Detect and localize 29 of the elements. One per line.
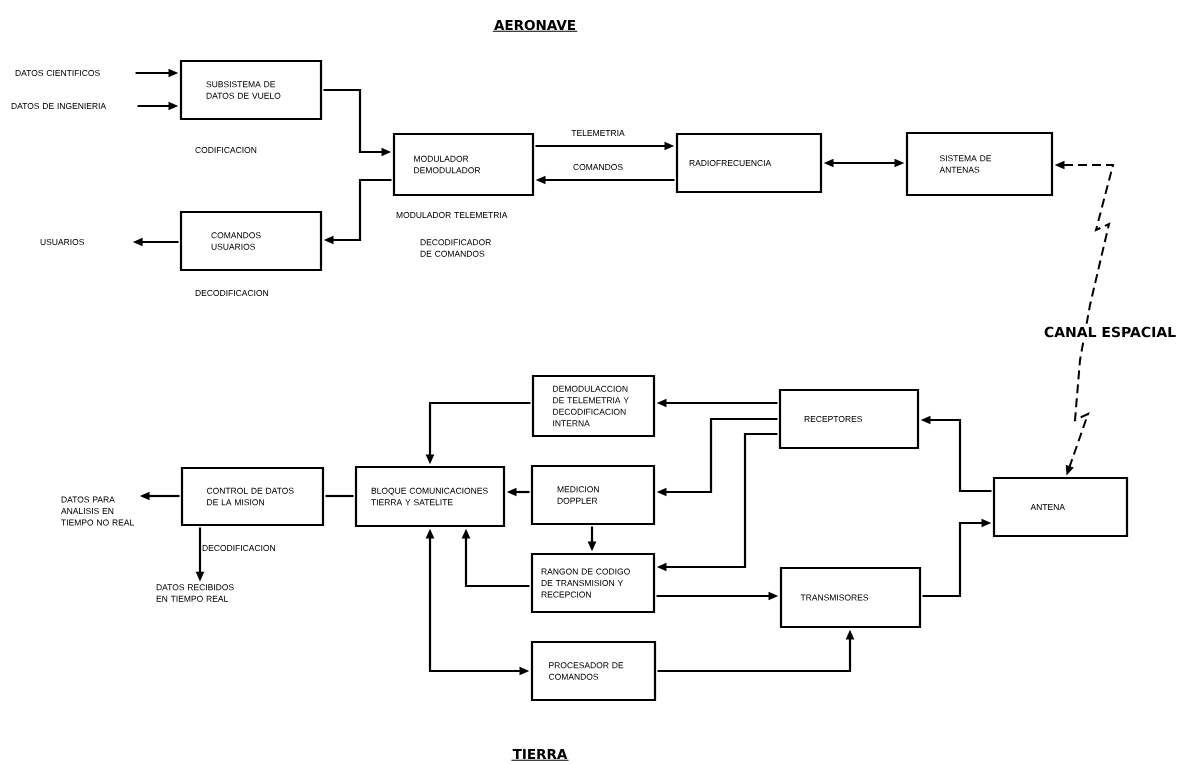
process-box: TRANSMISORES	[779, 566, 922, 629]
edge-label: TELEMETRIA	[571, 130, 625, 136]
text-label: DECODIFICADOR DE COMANDOS	[420, 239, 491, 257]
process-box: RADIOFRECUENCIA	[675, 132, 823, 194]
text-label: DECODIFICACION	[195, 290, 268, 296]
process-box: DEMODULACCION DE TELEMETRIA Y DECODIFICACION INTERNA	[531, 374, 656, 438]
process-box: SISTEMA DE ANTENAS	[905, 131, 1054, 197]
process-box: RANGON DE CODIGO DE TRANSMISION Y RECEPCION	[530, 552, 656, 614]
process-box: MEDICION DOPPLER	[530, 464, 656, 526]
process-box: MODULADOR DEMODULADOR	[392, 132, 535, 197]
text-label: MODULADOR TELEMETRIA	[396, 212, 508, 218]
process-box: CONTROL DE DATOS DE LA MISION	[180, 466, 325, 527]
process-box: COMANDOS USUARIOS	[179, 210, 323, 272]
text-label: DATOS RECIBIDOS EN TIEMPO REAL	[156, 584, 234, 602]
text-label: DATOS CIENTIFICOS	[15, 70, 100, 76]
process-box: RECEPTORES	[778, 388, 920, 450]
text-label: USUARIOS	[40, 239, 84, 245]
process-box: BLOQUE COMUNICACIONES TIERRA Y SATELITE	[354, 465, 506, 528]
edge-label: COMANDOS	[573, 164, 623, 170]
text-label: CODIFICACION	[195, 147, 257, 153]
heading: TIERRA	[510, 749, 570, 761]
process-box: SUBSISTEMA DE DATOS DE VUELO	[179, 59, 323, 121]
text-label: DECODIFICACION	[202, 545, 275, 551]
text-label: DATOS PARA ANALISIS EN TIEMPO NO REAL	[61, 496, 134, 526]
heading: AERONAVE	[492, 19, 578, 32]
process-box: ANTENA	[992, 476, 1129, 538]
process-box: PROCESADOR DE COMANDOS	[530, 640, 657, 702]
edge-label: CANAL ESPACIAL	[1040, 323, 1180, 341]
text-label: DATOS DE INGENIERIA	[11, 103, 107, 109]
